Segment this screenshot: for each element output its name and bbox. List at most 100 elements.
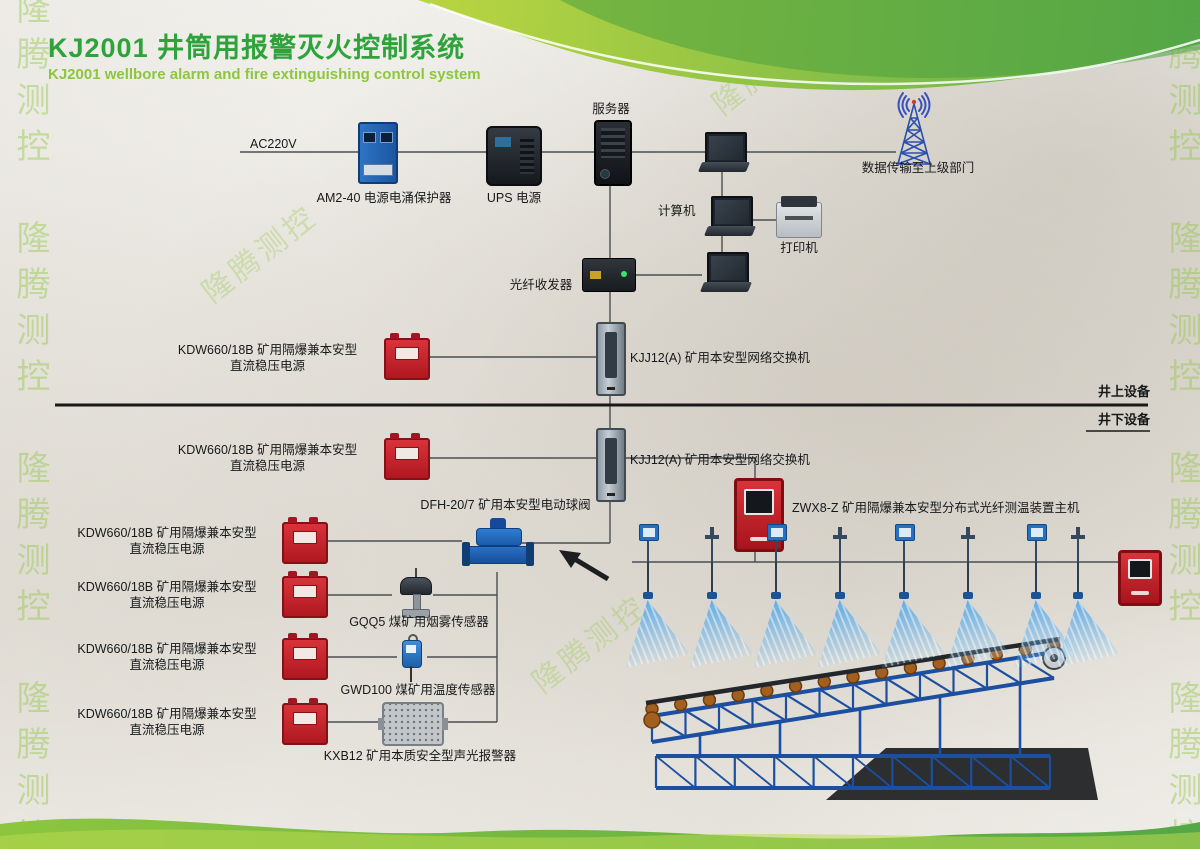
tower-label: 数据传输至上级部门 [861,161,975,175]
kdw-power-device [384,333,430,380]
laptop-base [703,226,757,236]
ups-screen [495,137,511,147]
left-drum [643,711,661,729]
surge-display [380,132,393,143]
kdw-label-line2: 直流稳压电源 [129,542,205,556]
fiber-temp-terminal-device [1118,550,1162,606]
sensor-antenna [415,568,417,578]
kdw-power-device [282,698,328,745]
laptop-device [697,132,751,174]
surge-rail [363,164,393,176]
sensor-head [400,577,432,595]
kdw-label-line1: KDW660/18B 矿用隔爆兼本安型 [177,443,358,457]
conveyor-belt [643,636,1098,800]
kdw-label-line1: KDW660/18B 矿用隔爆兼本安型 [77,707,257,721]
gqq5-label: GQQ5 煤矿用烟雾传感器 [349,615,489,629]
laptop-screen [711,196,753,228]
ball-valve-device [462,518,534,574]
drop-pipe [967,562,969,594]
sensor-mast [647,538,649,562]
laptop-screen [705,132,747,164]
spray-nozzle [771,592,781,599]
valve-motor [490,518,506,530]
sensor-mast [967,538,969,562]
kdw-label-line1: KDW660/18B 矿用隔爆兼本安型 [177,343,358,357]
sensor-mast [775,538,777,562]
drop-pipe [647,562,649,594]
kdw-label-line2: 直流稳压电源 [129,596,205,610]
sensor-mast [839,538,841,562]
surge-display [363,132,376,143]
laptop-device [703,196,757,238]
sensor-base [402,609,430,618]
sensor-mast [1077,538,1079,562]
server-device [594,120,632,186]
kdw-power-label: KDW660/18B 矿用隔爆兼本安型 直流稳压电源 [150,442,385,474]
drop-pipe [711,562,713,594]
kjj-switch-label: KJJ12(A) 矿用本安型网络交换机 [630,351,810,365]
server-label: 服务器 [592,102,630,116]
printer-device [776,196,822,238]
kxb12-label: KXB12 矿用本质安全型声光报警器 [323,749,517,763]
kdw-power-device [282,517,328,564]
valve-label: DFH-20/7 矿用本安型电动球阀 [420,498,591,512]
valve-actuator [476,528,522,546]
kdw-power-label: KDW660/18B 矿用隔爆兼本安型 直流稳压电源 [58,579,276,611]
spray-nozzle [899,592,909,599]
kdw-power-label: KDW660/18B 矿用隔爆兼本安型 直流稳压电源 [58,525,276,557]
fiber-label: 光纤收发器 [509,278,573,292]
kdw-label-line1: KDW660/18B 矿用隔爆兼本安型 [77,642,257,656]
sensor-mast [903,538,905,562]
ac220v-label: AC220V [250,137,297,151]
temperature-sensor-device [400,634,422,682]
ups-label: UPS 电源 [486,191,542,205]
ups-vent [520,136,534,174]
pipe-tee [961,527,975,539]
computer-label: 计算机 [658,204,696,218]
conveyor-truss [650,650,1055,790]
drop-pipe [1077,562,1079,594]
page-subtitle: KJ2001 wellbore alarm and fire extinguis… [48,66,481,83]
pipe-tee [833,527,847,539]
network-switch-device [596,428,626,502]
printer-label: 打印机 [780,241,818,255]
surge-protector-device [358,122,398,184]
kdw-power-device [282,571,328,618]
valve-flange [526,542,534,566]
sensor-cable [410,666,412,682]
valve-body [466,546,532,564]
spray-nozzle [1031,592,1041,599]
kdw-power-label: KDW660/18B 矿用隔爆兼本安型 直流稳压电源 [58,706,276,738]
sensor-box [639,524,659,541]
spray-nozzle [643,592,653,599]
fiber-transceiver-device [582,258,636,292]
gwd100-label: GWD100 煤矿用温度传感器 [340,683,496,697]
pipe-tee [705,527,719,539]
drop-pipe [839,562,841,594]
kdw-label-line2: 直流稳压电源 [129,658,205,672]
kdw-label-line2: 直流稳压电源 [229,359,305,373]
kdw-power-device [384,433,430,480]
sensor-mast [711,538,713,562]
section-above-ground: 井上设备 [1097,384,1150,399]
radio-tower-icon [886,86,942,165]
network-switch-device [596,322,626,396]
flow-arrow [559,550,610,582]
kdw-label-line1: KDW660/18B 矿用隔爆兼本安型 [77,526,257,540]
laptop-base [697,162,751,172]
spray-nozzle [835,592,845,599]
laptop-screen [707,252,749,284]
spray-nozzle [1073,592,1083,599]
kdw-power-label: KDW660/18B 矿用隔爆兼本安型 直流稳压电源 [58,641,276,673]
kdw-power-label: KDW660/18B 矿用隔爆兼本安型 直流稳压电源 [150,342,385,374]
sensor-box [1027,524,1047,541]
valve-flange [462,542,470,566]
page-title: KJ2001 井筒用报警灭火控制系统 [48,33,466,63]
drop-pipe [1035,562,1037,594]
sensor-box [895,524,915,541]
laptop-base [699,282,753,292]
zwx8-label: ZWX8-Z 矿用隔爆兼本安型分布式光纤测温装置主机 [792,501,1080,515]
pipe-tee [1071,527,1085,539]
